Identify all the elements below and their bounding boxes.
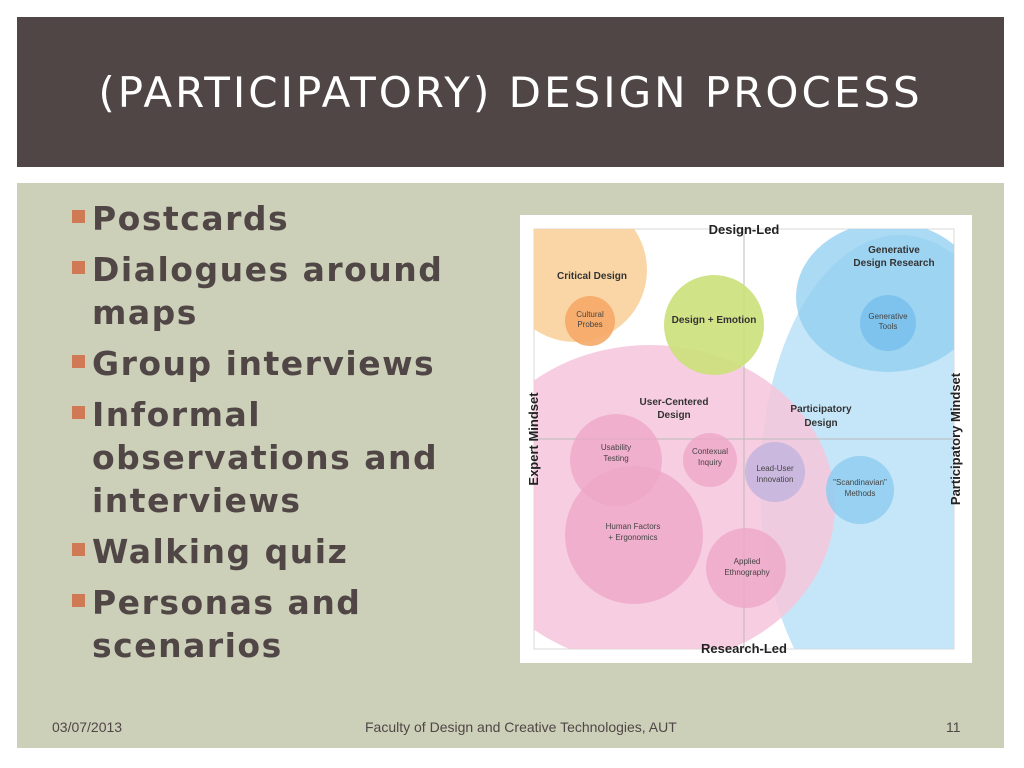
design-emotion-circle [664,275,764,375]
design-landscape-diagram: Design-Led Research-Led Expert Mindset P… [520,215,972,663]
diagram-svg: Design-Led Research-Led Expert Mindset P… [526,222,963,656]
footer-page-number: 11 [946,719,961,735]
user-centered-label-2: Design [657,410,690,421]
scandinavian-label-2: Methods [845,489,876,498]
design-emotion-label: Design + Emotion [672,315,757,326]
participatory-label-1: Participatory [790,404,852,415]
lead-user-label-2: Innovation [757,475,794,484]
axis-right-label: Participatory Mindset [948,372,963,505]
lead-user-circle [745,442,805,502]
axis-bottom-label: Research-Led [701,641,787,656]
bullet-square-icon [72,261,85,274]
human-factors-label-1: Human Factors [606,522,661,531]
bullet-text: Group interviews [92,344,436,383]
generative-research-label-2: Design Research [853,258,934,269]
applied-ethnography-label-1: Applied [734,557,761,566]
bullet-item: Walking quiz [72,530,452,573]
bullet-text: Postcards [92,199,290,238]
bullet-square-icon [72,210,85,223]
human-factors-label-2: + Ergonomics [608,533,657,542]
usability-label-2: Testing [603,454,628,463]
bullet-text: Dialogues around maps [92,250,444,332]
contextual-label-2: Inquiry [698,458,722,467]
bullet-item: Postcards [72,197,452,240]
usability-label-1: Usability [601,443,631,452]
human-factors-circle [565,466,703,604]
critical-design-region [534,229,647,342]
scandinavian-label-1: "Scandinavian" [833,478,887,487]
axis-top-label: Design-Led [709,222,780,237]
bullet-list: Postcards Dialogues around maps Group in… [72,197,452,675]
generative-tools-label-2: Tools [879,322,898,331]
title-bar: (PARTICIPATORY) DESIGN PROCESS [17,17,1004,167]
footer-institution: Faculty of Design and Creative Technolog… [365,719,677,735]
generative-research-label-1: Generative [868,245,920,256]
participatory-label-2: Design [804,418,837,429]
cultural-probes-circle [565,296,615,346]
bullet-text: Personas and scenarios [92,583,362,665]
contextual-inquiry-circle [683,433,737,487]
lead-user-label-1: Lead-User [756,464,794,473]
bullet-square-icon [72,594,85,607]
applied-ethnography-circle [706,528,786,608]
bullet-square-icon [72,355,85,368]
bullet-text: Informal observations and interviews [92,395,439,520]
axis-left-label: Expert Mindset [526,392,541,486]
user-centered-label-1: User-Centered [640,397,709,408]
scandinavian-methods-circle [826,456,894,524]
cultural-probes-label-2: Probes [577,320,602,329]
footer-date: 03/07/2013 [52,719,123,735]
generative-tools-label-1: Generative [868,312,908,321]
bullet-item: Group interviews [72,342,452,385]
slide-title: (PARTICIPATORY) DESIGN PROCESS [98,67,923,117]
bullet-item: Personas and scenarios [72,581,452,667]
bullet-square-icon [72,406,85,419]
bullet-item: Dialogues around maps [72,248,452,334]
cultural-probes-label-1: Cultural [576,310,604,319]
critical-design-label: Critical Design [557,271,627,282]
bullet-text: Walking quiz [92,532,349,571]
applied-ethnography-label-2: Ethnography [724,568,769,577]
bullet-item: Informal observations and interviews [72,393,452,522]
bullet-square-icon [72,543,85,556]
generative-tools-circle [860,295,916,351]
contextual-label-1: Contexual [692,447,728,456]
